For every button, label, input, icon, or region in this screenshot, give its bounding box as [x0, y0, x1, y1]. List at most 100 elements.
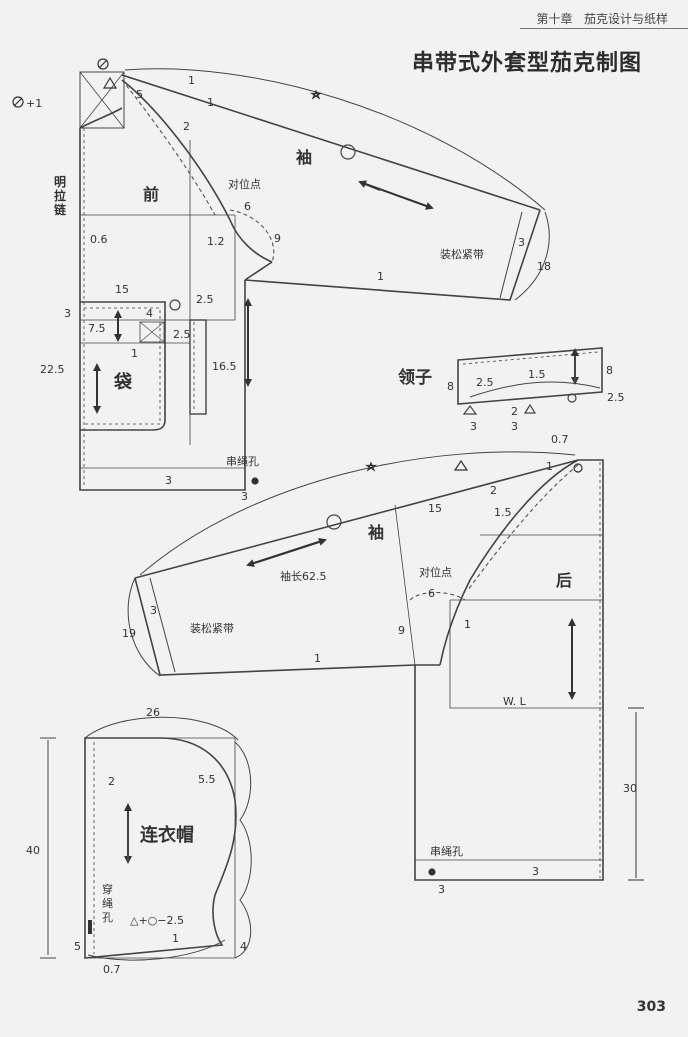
back-sleeve-length: 袖长62.5 [280, 569, 327, 583]
collar-circle-mark [567, 393, 577, 403]
hood-formula: △+○−2.5 [130, 914, 184, 927]
collar-outline [457, 347, 603, 405]
dim-front-2: 2 [183, 120, 190, 133]
dim-front-12: 1.2 [207, 235, 225, 248]
dim-welt-165: 16.5 [212, 360, 237, 373]
neck-circle-mark [12, 96, 24, 108]
dim-front-3: 3 [64, 307, 71, 320]
cord-label-2: 绳 [102, 896, 113, 910]
front-underarm [244, 261, 273, 281]
front-markers [12, 58, 323, 485]
hood-guide-box [85, 737, 236, 959]
dim-welt-25: 2.5 [196, 293, 214, 306]
header-rule [520, 28, 688, 29]
dim-front-5: 5 [136, 88, 143, 101]
back-sleeve-label: 袖 [368, 523, 384, 542]
hood-labels: 连衣帽 穿 绳 孔 △+○−2.5 26 2 5.5 40 5 1 4 0.7 [26, 706, 247, 976]
pocket-flap-cross [139, 321, 165, 343]
chapter-number: 第十章 [536, 12, 573, 26]
back-circle-mark [573, 463, 583, 473]
front-body-outline [79, 128, 246, 491]
back-pattern [127, 451, 604, 881]
back-sleeve-cuff-under [134, 577, 416, 676]
dim-hood-1: 1 [172, 932, 179, 945]
dim-front-9: 9 [274, 232, 281, 245]
back-guide-lines [394, 504, 603, 861]
dim-pocket-1: 1 [131, 347, 138, 360]
chapter-header: 第十章 茄克设计与纸样 [537, 10, 668, 27]
back-markers [364, 459, 583, 876]
dim-shoulder-plus: +1 [26, 97, 42, 110]
page-number: 303 [636, 999, 666, 1015]
dim-front-06: 0.6 [90, 233, 108, 246]
front-sleeve-arc [124, 68, 546, 211]
neck-circle-slash [13, 97, 23, 107]
dim-collar-8a: 8 [447, 380, 454, 393]
back-armhole [439, 459, 579, 666]
dim-hood-55: 5.5 [198, 773, 216, 786]
elbow-circle [340, 144, 356, 160]
dim-back-hem-3: 3 [532, 865, 539, 878]
dim-back-30: 30 [623, 782, 637, 795]
pocket-outline [80, 301, 166, 431]
front-sleeve-top [121, 74, 541, 211]
dim-front-1: 1 [188, 74, 195, 87]
cord-label-1: 穿 [102, 882, 113, 896]
back-elbow-circle [326, 514, 342, 530]
dim-hood-2: 2 [108, 775, 115, 788]
collar-pattern [457, 347, 603, 415]
zipper-label-3: 链 [54, 202, 67, 217]
front-eyelet-label: 串绳孔 [226, 454, 259, 468]
dim-hood-40: 40 [26, 844, 40, 857]
triangle-mark [102, 76, 118, 89]
front-sleeve-cuff-under [244, 209, 541, 301]
hood-outline [84, 737, 237, 959]
dim-collar-2: 2 [511, 405, 518, 418]
front-armhole [121, 79, 273, 263]
dim-back-under-1: 1 [314, 652, 321, 665]
dim-front-under-1: 1 [377, 270, 384, 283]
hood-top-arc [84, 716, 239, 741]
back-star-mark [364, 461, 378, 472]
dim-hood-07: 0.7 [103, 963, 121, 976]
front-neckline [79, 107, 123, 129]
dim-back-cuff-3: 3 [150, 604, 157, 617]
welt-strip [189, 319, 207, 415]
back-label: 后 [556, 571, 572, 590]
front-notch-label: 对位点 [228, 177, 261, 191]
front-labels: 前 袖 明 拉 链 袋 对位点 装松紧带 串绳孔 +1 1 5 1 2 6 1.… [26, 74, 551, 503]
dim-back-07: 0.7 [551, 433, 569, 446]
front-cuff-line [499, 211, 523, 299]
pocket-flap-mark [139, 321, 165, 343]
back-cuff-label: 装松紧带 [190, 621, 234, 635]
page-title: 串带式外套型茄克制图 [412, 51, 643, 76]
collar-inner-curve [469, 381, 601, 398]
dim-collar-8b: 8 [606, 364, 613, 377]
back-sleeve-top [134, 459, 579, 579]
dim-back-15b: 1.5 [494, 506, 512, 519]
neck-square [79, 71, 125, 129]
front-armhole-dashed [121, 79, 216, 216]
dim-back-15: 15 [428, 502, 442, 515]
dim-collar-3b: 3 [511, 420, 518, 433]
dim-back-6: 6 [428, 587, 435, 600]
dim-collar-3: 3 [470, 420, 477, 433]
hood-label: 连衣帽 [140, 824, 194, 846]
hood-side-arcs [234, 741, 252, 959]
zipper-label-1: 明 [54, 175, 66, 189]
dim-front-25: 2.5 [173, 328, 191, 341]
front-pattern [79, 68, 550, 491]
dim-front-75: 7.5 [88, 322, 106, 335]
front-cuff-label: 装松紧带 [440, 247, 484, 261]
back-arrows [246, 538, 644, 881]
dim-front-4: 4 [146, 307, 153, 320]
front-star-mark [309, 89, 323, 100]
pocket-circle [169, 299, 181, 311]
dim-collar-25: 2.5 [476, 376, 494, 389]
front-sleeve-label: 袖 [296, 148, 312, 167]
back-labels: 后 袖 袖长62.5 对位点 装松紧带 串绳孔 W. L 0.7 1 2 15 … [122, 433, 637, 896]
dim-front-cuff-3: 3 [518, 236, 525, 249]
dim-front-225: 22.5 [40, 363, 65, 376]
pocket-label: 袋 [113, 371, 133, 393]
